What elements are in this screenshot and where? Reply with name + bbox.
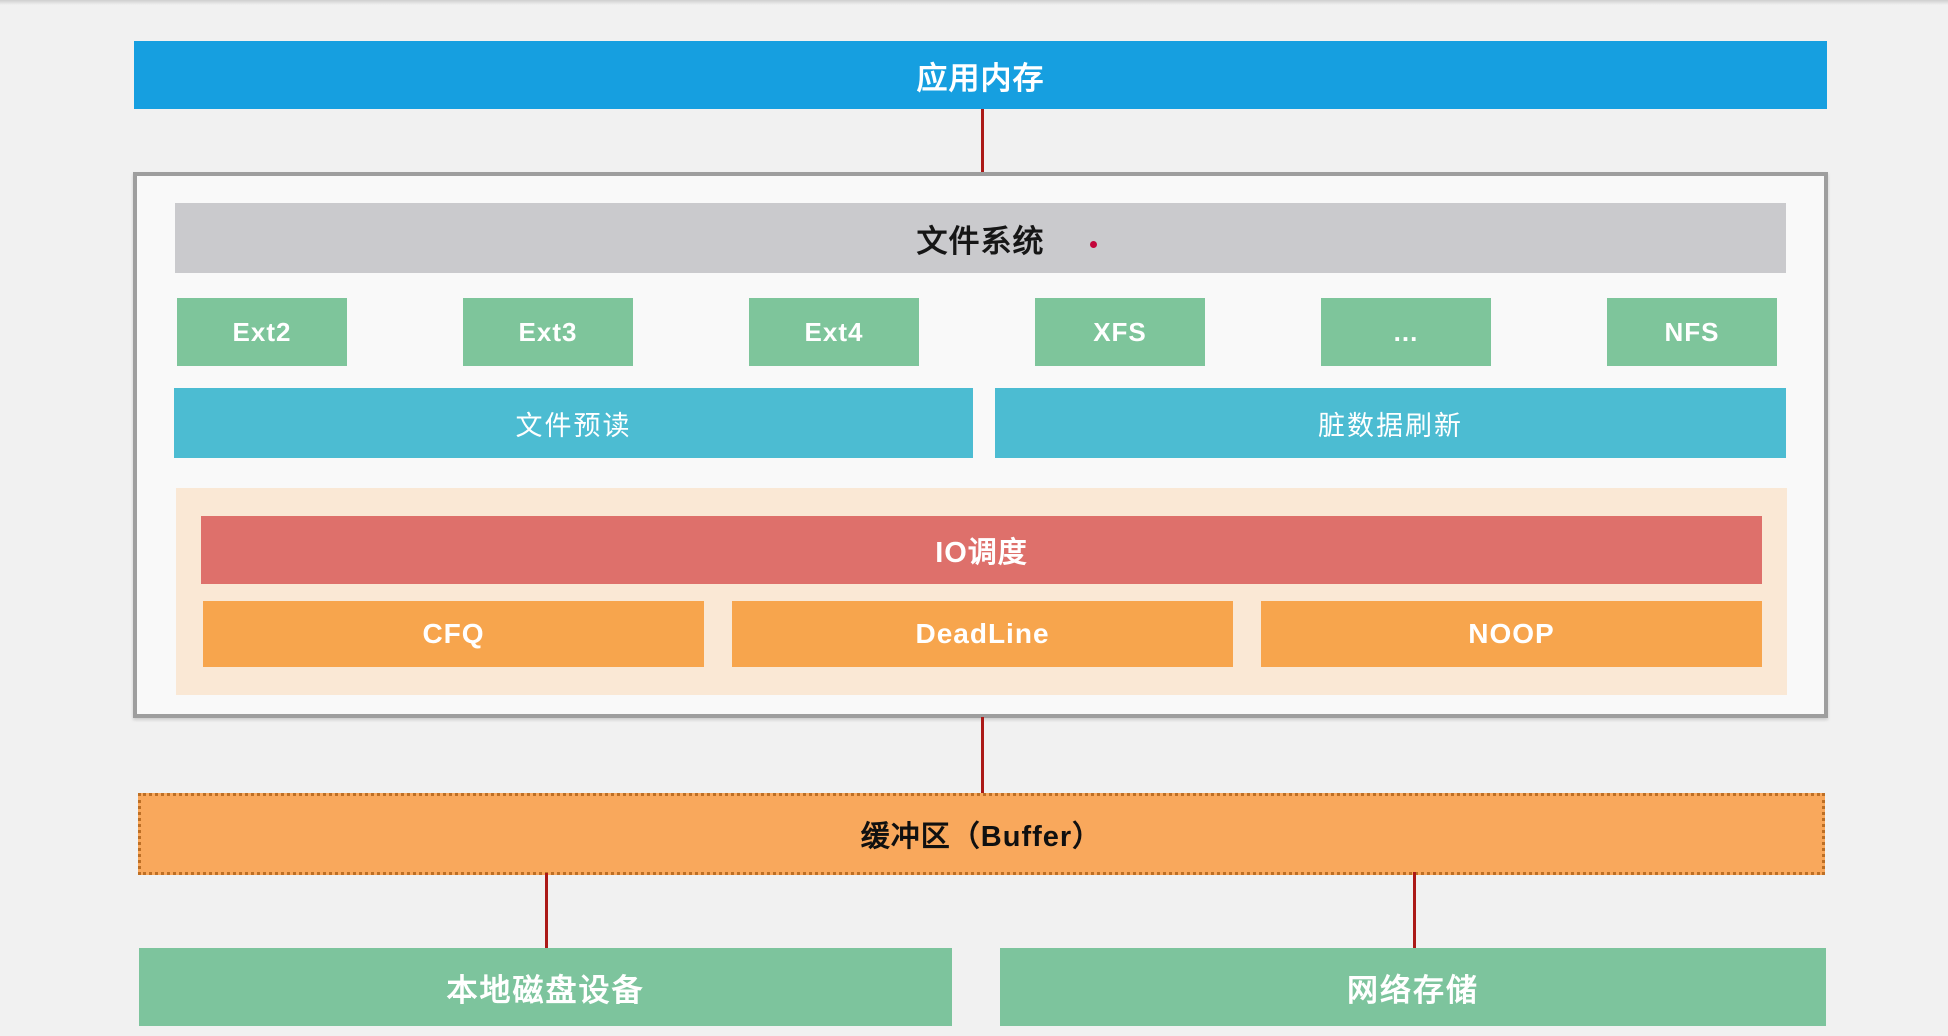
connector-line-buffer-to-local-disk <box>545 873 548 949</box>
io-scheduling-header-bar: IO调度 <box>201 516 1762 584</box>
fs-type-ext2: Ext2 <box>177 298 347 366</box>
local-disk-bar: 本地磁盘设备 <box>139 948 952 1026</box>
scheduler-cfq: CFQ <box>203 601 704 667</box>
fs-type-ellipsis: ... <box>1321 298 1491 366</box>
filesystem-header-bar: 文件系统 <box>175 203 1786 273</box>
connector-line-buffer-to-network-storage <box>1413 872 1416 953</box>
laser-pointer-dot <box>1090 241 1097 248</box>
connector-line-fs-to-buffer <box>981 717 984 794</box>
scheduler-noop: NOOP <box>1261 601 1762 667</box>
connector-line-app-to-fs <box>981 109 984 173</box>
fs-type-ext4: Ext4 <box>749 298 919 366</box>
fs-type-xfs: XFS <box>1035 298 1205 366</box>
file-readahead-bar: 文件预读 <box>174 388 973 458</box>
buffer-bar: 缓冲区（Buffer） <box>138 793 1825 875</box>
dirty-data-flush-bar: 脏数据刷新 <box>995 388 1786 458</box>
scheduler-deadline: DeadLine <box>732 601 1233 667</box>
fs-type-nfs: NFS <box>1607 298 1777 366</box>
app-memory-bar: 应用内存 <box>134 41 1827 109</box>
fs-type-ext3: Ext3 <box>463 298 633 366</box>
network-storage-bar: 网络存储 <box>1000 948 1826 1026</box>
